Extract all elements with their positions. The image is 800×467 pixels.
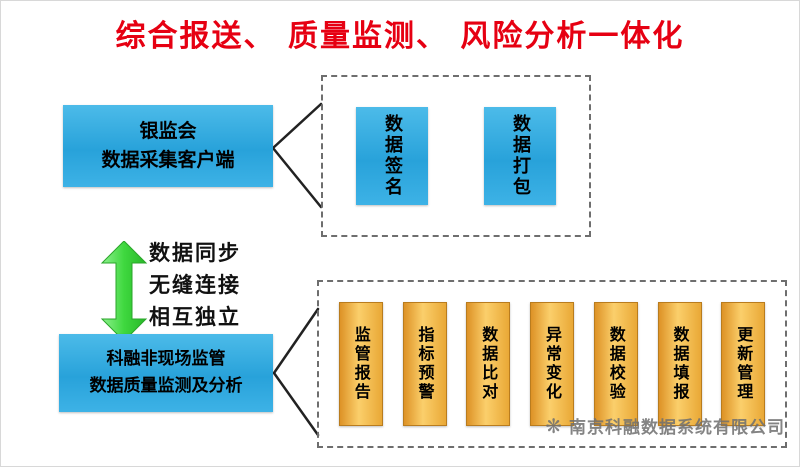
- diagram-title: 综合报送、 质量监测、 风险分析一体化: [115, 19, 685, 54]
- sync-label-2: 无缝连接: [149, 273, 241, 297]
- signing-group: 数据签名 数据打包: [321, 75, 591, 237]
- sync-label-3: 相互独立: [149, 305, 241, 329]
- analysis-group: 监管报告 指标预警 数据比对 异常变化 数据校验 数据填报 更新管理: [317, 280, 787, 448]
- data-sign-box: 数据签名: [356, 107, 428, 205]
- watermark: ❋ 南京科融数据系统有限公司: [545, 413, 785, 439]
- anomaly-box: 异常变化: [530, 302, 574, 426]
- validate-box: 数据校验: [593, 302, 638, 426]
- report-box: 监管报告: [338, 302, 383, 426]
- client-box-line2: 数据采集客户端: [101, 149, 235, 171]
- compare-box: 数据比对: [466, 302, 511, 426]
- monitor-box: 科融非现场监管 数据质量监测及分析: [59, 334, 273, 412]
- alert-box: 指标预警: [402, 302, 447, 426]
- sync-labels: 数据同步 无缝连接 相互独立: [149, 237, 241, 333]
- monitor-box-line2: 数据质量监测及分析: [89, 376, 243, 396]
- fill-box: 数据填报: [657, 302, 702, 426]
- update-box: 更新管理: [721, 302, 766, 426]
- watermark-text: 南京科融数据系统有限公司: [569, 418, 785, 438]
- client-box: 银监会 数据采集客户端: [63, 105, 273, 187]
- sync-arrow-icon: [100, 241, 148, 341]
- monitor-box-line1: 科融非现场监管: [106, 348, 226, 369]
- client-box-line1: 银监会: [139, 119, 197, 142]
- data-pack-box: 数据打包: [484, 107, 556, 205]
- sync-label-1: 数据同步: [149, 241, 241, 265]
- company-logo-icon: ❋: [545, 413, 563, 438]
